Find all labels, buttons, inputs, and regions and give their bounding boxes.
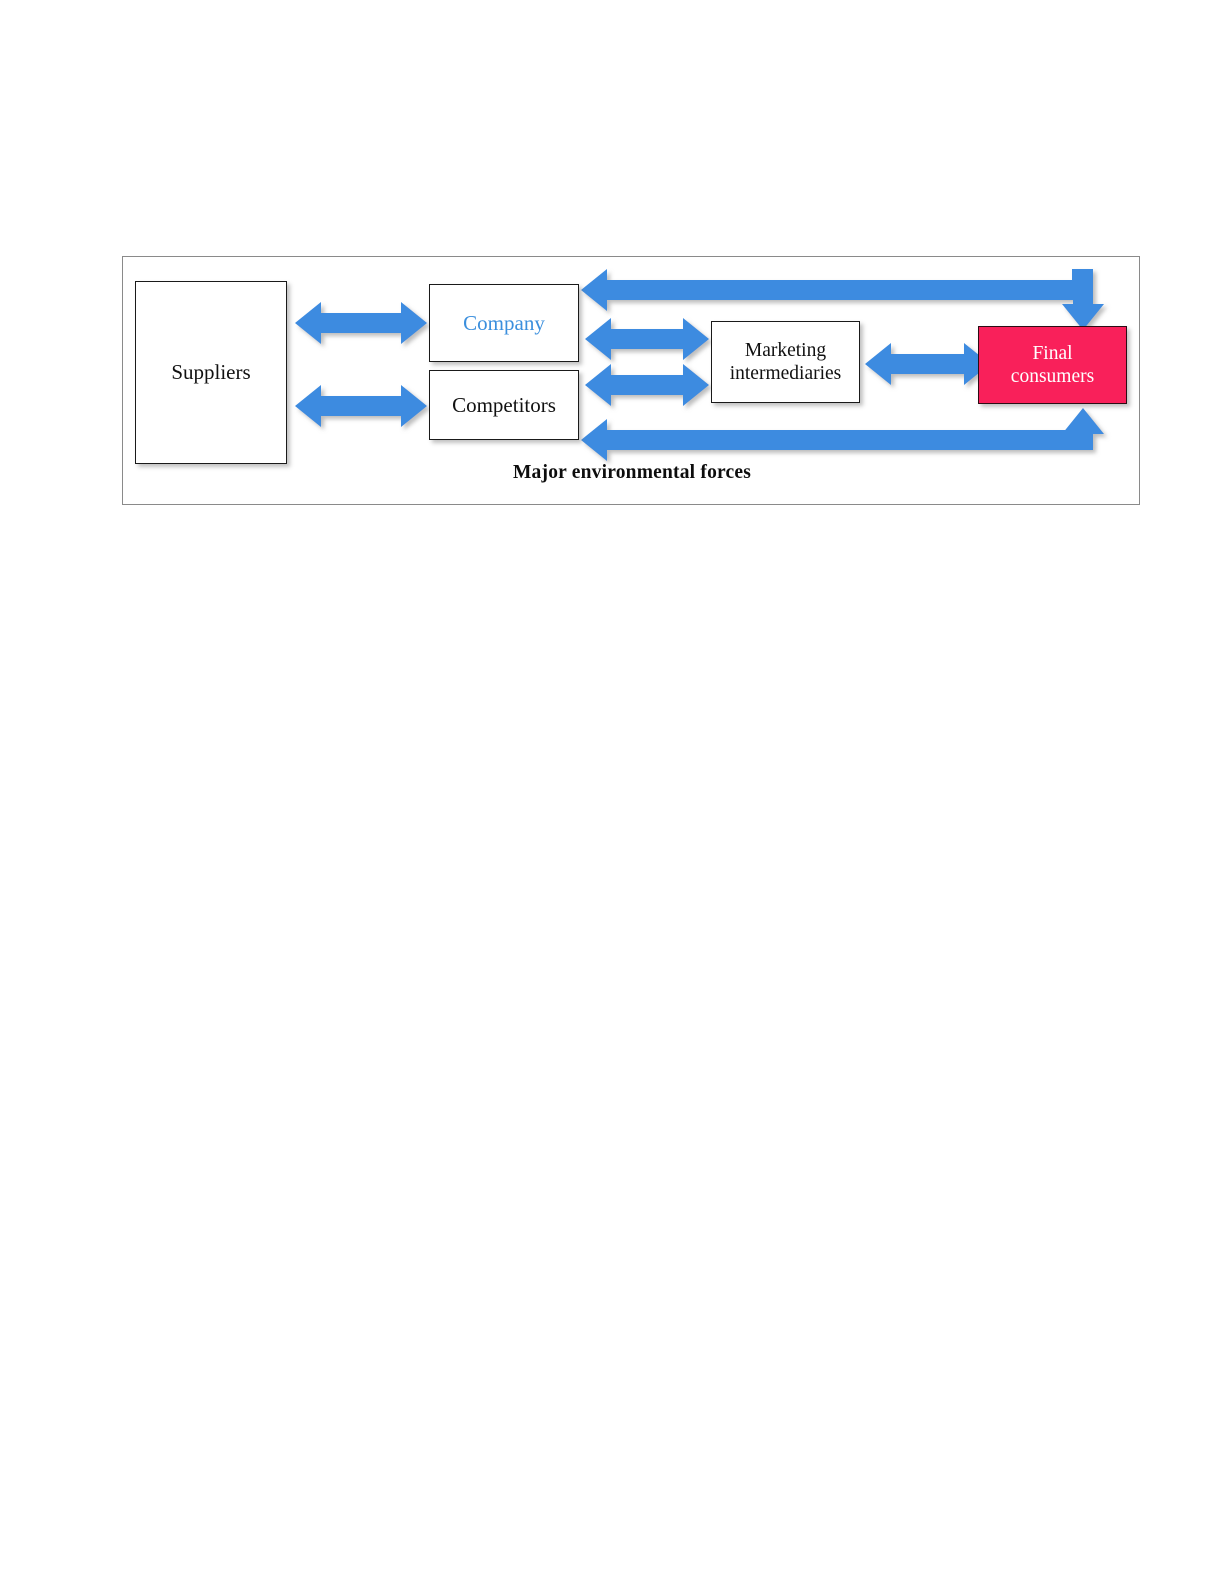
node-company-label: Company: [463, 310, 545, 335]
arrow-competitors-final-consumers-bottom: [581, 408, 1104, 461]
arrow-intermediaries-final-consumers: [865, 343, 990, 385]
node-competitors-label: Competitors: [452, 392, 556, 417]
node-final-consumers[interactable]: Final consumers: [978, 326, 1127, 404]
node-final-consumers-label: Final consumers: [1010, 343, 1095, 387]
node-marketing-intermediaries[interactable]: Marketing intermediaries: [711, 321, 860, 403]
arrow-company-final-consumers-top: [581, 269, 1104, 330]
node-company[interactable]: Company: [429, 284, 579, 362]
node-suppliers[interactable]: Suppliers: [135, 281, 287, 464]
environment-caption: Major environmental forces: [512, 462, 752, 483]
environment-container: Suppliers Company Competitors Marketing …: [122, 256, 1140, 505]
arrow-competitors-intermediaries: [585, 364, 709, 406]
node-competitors[interactable]: Competitors: [429, 370, 579, 440]
connector-arrow-layer: [295, 269, 1104, 461]
node-marketing-intermediaries-label: Marketing intermediaries: [729, 340, 842, 384]
node-suppliers-label: Suppliers: [171, 360, 251, 385]
arrow-suppliers-competitors: [295, 385, 427, 427]
arrow-suppliers-company: [295, 302, 427, 344]
arrow-company-intermediaries: [585, 318, 709, 360]
